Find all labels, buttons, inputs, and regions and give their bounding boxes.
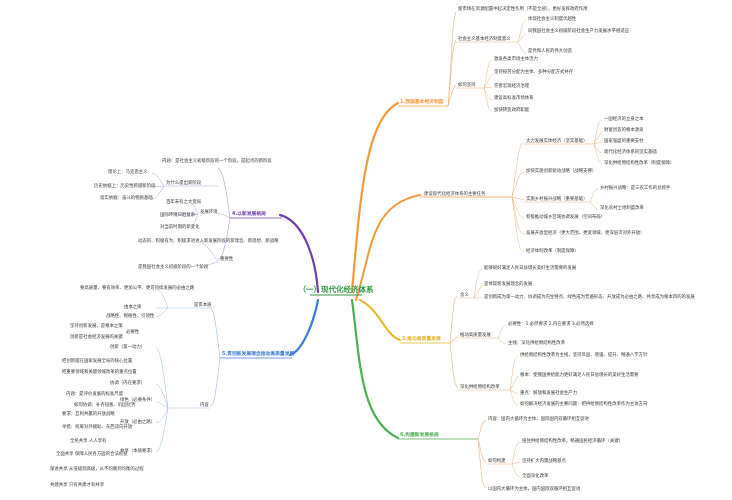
- branch3-sub-c-item: 供给侧结构性改革为主线，坚持巩固、增强、提升、畅通八字方针: [520, 351, 648, 358]
- center-title: （一）现代化经济体系: [299, 284, 374, 294]
- branch6-sub-a-item: 坚持扩大内需战略基点: [522, 457, 567, 464]
- branch5-coordination-item: 内涵：是评价发展的标准尺度: [66, 390, 124, 397]
- branch2-curve: [355, 194, 421, 301]
- branch1-sub-a-item: 体现社会主义制度优越性: [528, 15, 577, 22]
- branch4-sub-b-item: 国际环境日趋复杂: [160, 211, 196, 218]
- branch2-sub-f: 经济体制改革（制度保障）: [526, 247, 579, 254]
- branch1-sub-b-item: 建设高标准市场体系: [494, 94, 534, 101]
- branch1-curve: [350, 101, 400, 294]
- branch1-sub-b-item: 激发各类市场主体活力: [494, 55, 538, 62]
- branch1: 1.我国基本经济制度 使市场在资源配置中起决定性作用（不是全部），更好发挥政府作…: [398, 5, 630, 113]
- branch4-sub-b-item: 百年未有之大变局: [166, 198, 201, 205]
- branch3-curve: [359, 299, 401, 341]
- branch1-intro: 使市场在资源配置中起决定性作用（不是全部），更好发挥政府作用: [458, 5, 588, 12]
- branch5-coordination: 协调（内在要求）: [110, 379, 145, 386]
- branch6-sub-a: 如何构建: [488, 457, 506, 464]
- branch4-why: 为什么提出新阶段: [166, 179, 202, 186]
- branch4-intro: 内涵：是社会主义初级阶段的一个阶段，是起点的新阶段: [162, 157, 272, 164]
- branch6-label[interactable]: 6.构建新发展格局: [400, 431, 439, 438]
- branch4-why-item: 理论上：马克思主义: [108, 168, 148, 175]
- branch5-innovation-item: 坚持创新发展，是根本之策: [70, 322, 123, 329]
- branch2-sub-c: 实施乡村振兴战略（重要基础）: [526, 195, 587, 202]
- branch2-sub-a-item: 国家强盛的重要支柱: [604, 137, 644, 144]
- branch5-open-item: 举措：统筹对外援助、东西双向开放: [62, 423, 133, 430]
- branch1-sub-b: 如何坚持: [458, 81, 476, 88]
- branch3-sub-a-item: 能够很好满足人民日益增长美好生活需要的发展: [484, 264, 577, 271]
- branch3-sub-c-item: 重点：解放和发展社会生产力: [520, 389, 577, 396]
- branch5-share-item: 全民共享 人人享有: [70, 437, 107, 444]
- branch5-open: 开放（必由之路）: [120, 418, 155, 425]
- branch1-sub-b-item: 完善宏观经济治理: [494, 82, 530, 89]
- branch2-sub-a-item: 现代化经济体系的坚实基础: [604, 148, 657, 155]
- branch3-sub-a-item: 是创新成为第一动力、协调成为内生特点、绿色成为普遍形态、开放成为必由之路、共享成…: [484, 293, 695, 300]
- branch4: 4.以新发展格局 内涵：是社会主义初级阶段的一个阶段，是起点的新阶段 为什么提出…: [94, 157, 282, 270]
- branch2-sub-a-item: 一国经济的立身之本: [604, 115, 644, 122]
- branch4-sub-c: 重要性: [220, 255, 234, 262]
- branch2-parent[interactable]: 建设现代化经济体系的主要任务: [424, 190, 486, 197]
- branch6-intro: 内容：国内大循环为主体、国际国内双循环相互促进: [488, 415, 590, 422]
- branch5-open-item: 要求：互利共赢的开放战略: [62, 410, 115, 417]
- branch1-label[interactable]: 1.我国基本经济制度: [400, 98, 444, 105]
- branch1-sub-a: 社会主义基本经济制度意义: [458, 35, 511, 42]
- branch5-share-item: 共建共享 只有共建才有共享: [50, 481, 105, 488]
- branch5-innovation-item: 把创新摆在国家发展全局的核心位置: [62, 357, 133, 364]
- branch5-sub-a-item: 由本之质: [124, 303, 142, 310]
- branch3-sub-c: 深化供给侧结构改革: [460, 383, 500, 390]
- branch3-label[interactable]: 3.推动高质量发展: [402, 335, 441, 342]
- branch4-curve: [278, 213, 320, 294]
- branch3-sub-b: 推动高质量发展: [460, 331, 491, 338]
- branch3-sub-b-item: 必要性：1.必然要求 2.内在要求 3.必然选择: [508, 320, 594, 327]
- branch4-sub-b-item: 对当前时期的新变化: [160, 223, 200, 230]
- branch6: 6.构建新发展格局 内容：国内大循环为主体、国际国内双循环相互促进 如何构建 扭…: [398, 415, 623, 492]
- branch2-sub-c-item: 乡村振兴战略：是三农工作的总抓手: [600, 184, 671, 191]
- branch5-curve: [288, 298, 320, 357]
- branch5-sub-a: 是贯本质: [194, 301, 212, 308]
- branch6-curve: [350, 298, 400, 440]
- branch5-share-item: 全面共享 保障人民各方面的合法权益: [56, 450, 128, 457]
- branch5-sub-a-item: 战略性、根植性、引领性: [106, 312, 155, 319]
- branch5-label[interactable]: 5.贯彻新发展理念推动高质量发展: [222, 350, 295, 357]
- branch5-share: 共享（本质要求）: [120, 447, 155, 454]
- branch2-sub-e: 发展开放型经济（更大范围、更宽领域、更深层次对外开放）: [526, 229, 645, 236]
- branch3-sub-a: 含义: [460, 291, 469, 298]
- branch5-share-item: 渐进共享 从低级到高级，从不均衡到均衡的过程: [50, 465, 144, 472]
- branch3-sub-c-item: 如何解决经济发展的主要问题：把供给侧结构性改革作为主攻方向: [520, 400, 647, 407]
- branch1-sub-b-item: 加快转变政府职能: [494, 106, 530, 113]
- branch2-sub-c-item: 深化农村土地制度改革: [600, 204, 645, 211]
- branch5-innovation: 创新（第一动力）: [110, 343, 145, 350]
- branch2-sub-a-item: 财富创造的根本源泉: [604, 126, 644, 133]
- branch5-coordination-item: 如何协调：补齐短板、巩固优势: [74, 401, 136, 408]
- main-branches: [278, 101, 421, 440]
- branch4-why-item: 现实依据：奋斗的物质基础: [100, 194, 153, 201]
- branch4-label[interactable]: 4.以新发展格局: [232, 210, 266, 217]
- branch4-why-item: 历史依据上：历史性跨越新阶段: [94, 182, 156, 189]
- branch2: 建设现代化经济体系的主要任务 大力发展实体经济（坚实基础） 一国经济的立身之本 …: [420, 115, 674, 254]
- branch5-sub-a-item: 要高质量、要有效率、更加公平、更可持续发展的必由之路: [80, 284, 195, 291]
- branch5-innovation-item: 把重要领域和关键领域改革的重点位置: [62, 368, 137, 375]
- branch1-sub-a-item: 是党和人民的伟大创造: [528, 47, 573, 54]
- branch4-sub-b: 发展环境: [200, 208, 218, 215]
- branch6-sub-b: 以国内大循环为主体，国内国际双循环相互促进: [488, 485, 581, 492]
- branch1-sub-b-item: 坚持按劳分配为主体、多种分配方式并存: [494, 68, 574, 75]
- branch3-sub-b-item: 主线：深化供给侧结构性改革: [508, 339, 566, 346]
- branch5: 5.贯彻新发展理念推动高质量发展 是贯本质 要高质量、要有效率、更加公平、更可持…: [50, 284, 295, 488]
- center-node[interactable]: （一）现代化经济体系: [299, 284, 374, 296]
- branch3-sub-c-item: 根本：使我国供给能力更好满足人民日益增长的美好生活需要: [520, 371, 639, 378]
- branch1-sub-a-item: 同我国社会主义初级阶段社会生产力发展水平相适应: [528, 27, 630, 34]
- branch2-sub-d: 积极推动城乡区域协调发展（空间布局）: [526, 213, 605, 220]
- branch5-innovation-item: 创新是社会经济发展的关键: [70, 333, 123, 340]
- branch5-innovation-item: 必要性: [126, 328, 140, 335]
- branch2-sub-b: 加快实施创新驱动战略（战略支撑）: [526, 167, 596, 174]
- branch5-sub-b: 内容: [200, 401, 209, 408]
- branch6-sub-a-item: 扭住供给侧结构性改革，畅通国民经济循环（关键）: [522, 437, 623, 444]
- branch5-green: 绿色（必要条件）: [120, 396, 155, 403]
- branch2-sub-a: 大力发展实体经济（坚实基础）: [526, 137, 587, 144]
- branch3-sub-a-item: 是体现新发展理念的发展: [484, 280, 533, 287]
- branch4-sub-c-item: 是我国社会主义初级阶段的一个阶段: [138, 263, 209, 270]
- branch3: 3.推动高质量发展 含义 能够很好满足人民日益增长美好生活需要的发展 是体现新发…: [400, 264, 695, 407]
- branch2-sub-a-item: 深化供给侧结构性改革（制度保障）: [604, 159, 674, 166]
- branch6-sub-a-item: 全面深化改革: [522, 472, 549, 479]
- branch4-sub-c-item: 动态的、积极有为、积极求进进入新发展阶段的新理念、新思想、新战略: [138, 237, 279, 244]
